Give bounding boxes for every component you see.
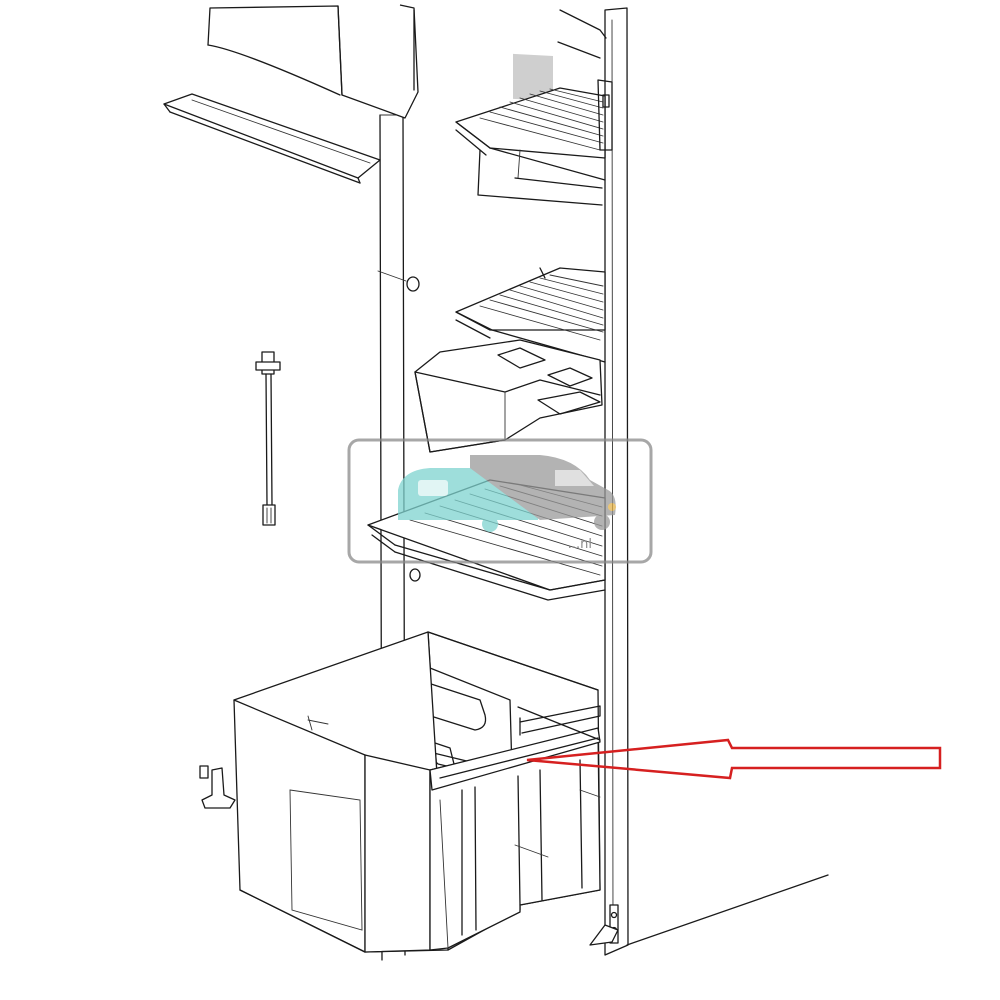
- wire-shelf-top: [455, 79, 613, 206]
- hinge-bracket-left: [199, 765, 236, 809]
- vegetable-drawer: [233, 631, 601, 953]
- hinge-bracket-bottom: [589, 904, 619, 946]
- thermostat-sensor: [255, 351, 281, 526]
- top-bracket: [559, 9, 607, 39]
- watermark-text: ...nl: [568, 537, 592, 552]
- storage-tray: [414, 339, 603, 453]
- rating-label: [513, 53, 553, 101]
- callout-arrow: [526, 738, 942, 780]
- caravan-car-logo-icon: [398, 455, 616, 532]
- freezer-door-flap: [207, 4, 419, 119]
- drip-tray: [163, 93, 381, 184]
- cabinet-side-wall: [604, 7, 829, 956]
- watermark: ...nl: [347, 438, 653, 564]
